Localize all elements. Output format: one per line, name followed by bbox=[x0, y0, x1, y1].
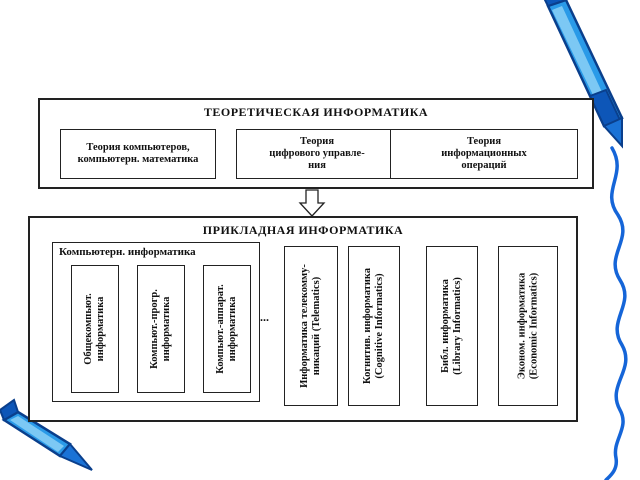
theory-digital-line-2: цифрового управле- bbox=[269, 148, 365, 159]
cognitive-line-1: Когнитив. информатика bbox=[362, 267, 374, 385]
theory-digital-line-3: ния bbox=[308, 160, 326, 171]
theory-operations-line-3: операций bbox=[461, 160, 507, 171]
squiggle-line bbox=[604, 146, 628, 480]
theory-digital-control-box: Теория цифрового управле- ния bbox=[236, 129, 398, 179]
computer-informatics-title: Компьютерн. информатика bbox=[59, 246, 196, 258]
theoretical-informatics-panel: ТЕОРЕТИЧЕСКАЯ ИНФОРМАТИКА Теория компьют… bbox=[38, 98, 594, 189]
theory-digital-line-1: Теория bbox=[299, 136, 335, 147]
theory-computers-line-2: компьютерн. математика bbox=[77, 154, 199, 165]
general-computer-informatics-box: Общекомпьют. информатика bbox=[71, 265, 119, 393]
telematics-line-1: Информатика телекомму- bbox=[299, 264, 311, 388]
theory-info-operations-box: Теория информационных операций bbox=[390, 129, 578, 179]
pencil-icon-top bbox=[543, 0, 624, 149]
computer-hardware-informatics-box: Компьют.-аппарат. информатика bbox=[203, 265, 251, 393]
down-arrow bbox=[298, 189, 326, 217]
applied-informatics-panel: ПРИКЛАДНАЯ ИНФОРМАТИКА Компьютерн. инфор… bbox=[28, 216, 578, 422]
computer-hardware-line-1: Компьют.-аппарат. bbox=[215, 284, 227, 374]
pencil-icon-bottom bbox=[0, 398, 93, 471]
cognitive-informatics-box: Когнитив. информатика (Cognitive Informa… bbox=[348, 246, 400, 406]
cognitive-line-2: (Cognitive Informatics) bbox=[374, 273, 386, 379]
ellipsis-text: ... bbox=[260, 310, 269, 324]
library-line-1: Библ. информатика bbox=[440, 279, 452, 373]
general-computer-line-1: Общекомпьют. bbox=[83, 293, 95, 365]
economic-line-2: (Economic Informatics) bbox=[528, 272, 539, 380]
computer-program-informatics-box: Компьют.-прогр. информатика bbox=[137, 265, 185, 393]
computer-informatics-group: Компьютерн. информатика Общекомпьют. инф… bbox=[52, 242, 260, 402]
economic-informatics-box: Эконом. информатика (Economic Informatic… bbox=[498, 246, 558, 406]
applied-title: ПРИКЛАДНАЯ ИНФОРМАТИКА bbox=[202, 223, 404, 237]
telematics-line-2: никаций (Telematics) bbox=[311, 276, 323, 376]
theory-computers-line-1: Теория компьютеров, bbox=[86, 142, 190, 153]
telematics-box: Информатика телекомму- никаций (Telemati… bbox=[284, 246, 338, 406]
theory-computers-box: Теория компьютеров, компьютерн. математи… bbox=[60, 129, 216, 179]
general-computer-line-2: информатика bbox=[95, 296, 107, 362]
computer-hardware-line-2: информатика bbox=[227, 296, 239, 362]
library-informatics-box: Библ. информатика (Library Informatics) bbox=[426, 246, 478, 406]
theory-operations-line-2: информационных bbox=[441, 148, 527, 159]
computer-program-line-2: информатика bbox=[161, 296, 172, 362]
computer-program-line-1: Компьют.-прогр. bbox=[149, 289, 160, 369]
library-line-2: (Library Informatics) bbox=[452, 277, 464, 375]
theory-operations-line-1: Теория bbox=[466, 136, 502, 147]
theoretical-title: ТЕОРЕТИЧЕСКАЯ ИНФОРМАТИКА bbox=[203, 105, 429, 119]
economic-line-1: Эконом. информатика bbox=[516, 272, 527, 380]
